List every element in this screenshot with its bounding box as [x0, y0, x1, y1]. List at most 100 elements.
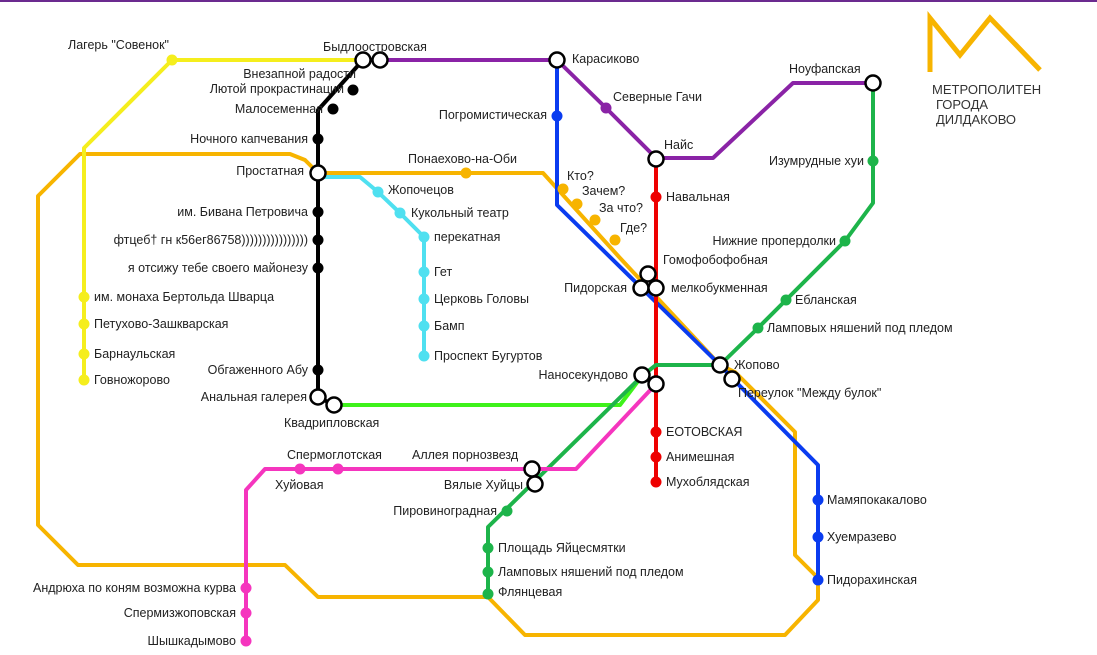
- interchange-nanosek[interactable]: [633, 366, 651, 384]
- label-ftc: фтцеб† гн к56ег86758)))))))))))))))): [114, 233, 308, 247]
- label-spermizh: Спермизжоповская: [124, 606, 236, 620]
- station-dot-zachto[interactable]: [589, 214, 601, 226]
- interchange-alleya[interactable]: [523, 460, 541, 478]
- label-gomofob: Гомофобофобная: [663, 253, 768, 267]
- station-dot-barn[interactable]: [78, 348, 90, 360]
- label-pidor: Пидорская: [564, 281, 627, 295]
- interchange-vnez[interactable]: [354, 51, 372, 69]
- label-pidorah: Пидорахинская: [827, 573, 917, 587]
- logo-title-3: ДИЛДАКОВО: [936, 112, 1016, 127]
- label-otsizhu: я отсижу тебе своего майонезу: [128, 261, 309, 275]
- station-dot-severn[interactable]: [600, 102, 612, 114]
- label-get: Гет: [434, 265, 452, 279]
- station-dot-nizhn[interactable]: [839, 235, 851, 247]
- station-dot-animesh[interactable]: [650, 451, 662, 463]
- label-lager: Лагерь "Совенок": [68, 38, 169, 52]
- station-dot-flyanc[interactable]: [482, 588, 494, 600]
- label-huemraz: Хуемразево: [827, 530, 897, 544]
- label-bivan: им. Бивана Петровича: [177, 205, 308, 219]
- station-dot-bugurt[interactable]: [418, 350, 430, 362]
- station-dot-cerkov[interactable]: [418, 293, 430, 305]
- station-dot-gde[interactable]: [609, 234, 621, 246]
- interchange-kvadr[interactable]: [325, 396, 343, 414]
- label-zhopovo: Жопово: [734, 358, 780, 372]
- station-dot-mamyapo[interactable]: [812, 494, 824, 506]
- station-dot-malosem[interactable]: [327, 103, 339, 115]
- label-izum: Изумрудные хуи: [769, 154, 864, 168]
- station-dot-kukol[interactable]: [394, 207, 406, 219]
- lines: [36, 58, 875, 642]
- station-dot-ploshad[interactable]: [482, 542, 494, 554]
- label-pirovin: Пировиноградная: [393, 504, 497, 518]
- label-flyanc: Флянцевая: [498, 585, 562, 599]
- interchange-zhopovo[interactable]: [711, 356, 729, 374]
- interchange-noufap[interactable]: [864, 74, 882, 92]
- station-dot-nochnogo[interactable]: [312, 133, 324, 145]
- station-dot-lager[interactable]: [166, 54, 178, 66]
- station-dot-huemraz[interactable]: [812, 531, 824, 543]
- label-andryuha: Андрюха по коням возможна курва: [33, 581, 236, 595]
- top-border: [0, 0, 1097, 2]
- label-barn: Барнаульская: [94, 347, 175, 361]
- label-govno: Говножорово: [94, 373, 170, 387]
- label-analn: Анальная галерея: [201, 390, 307, 404]
- interchange-nays[interactable]: [647, 150, 665, 168]
- line-blue: [555, 58, 820, 582]
- interchange-nanosek-2[interactable]: [647, 375, 665, 393]
- interchange-melkob[interactable]: [647, 279, 665, 297]
- station-dot-pirovin[interactable]: [501, 505, 513, 517]
- label-lyutoy: Лютой прокрастинации: [210, 82, 344, 96]
- station-dot-lyutoy[interactable]: [347, 84, 359, 96]
- interchange-analn[interactable]: [309, 388, 327, 406]
- station-dot-petuh[interactable]: [78, 318, 90, 330]
- station-dot-bertold[interactable]: [78, 291, 90, 303]
- station-dot-obagr[interactable]: [312, 364, 324, 376]
- label-muhobl: Мухоблядская: [666, 475, 750, 489]
- label-nizhn: Нижние пропердолки: [713, 234, 836, 248]
- interchange-gomofob[interactable]: [639, 265, 657, 283]
- label-pereulok: Переулок "Между булок": [738, 386, 881, 400]
- interchange-karas[interactable]: [548, 51, 566, 69]
- station-dot-zachem[interactable]: [571, 198, 583, 210]
- station-dot-get[interactable]: [418, 266, 430, 278]
- station-dot-lampo1[interactable]: [752, 322, 764, 334]
- label-prost: Простатная: [236, 164, 304, 178]
- label-nochnogo: Ночного капчевания: [190, 132, 308, 146]
- station-dot-muhobl[interactable]: [650, 476, 662, 488]
- label-shyshka: Шышкадымово: [148, 634, 236, 648]
- station-dot-lampo2[interactable]: [482, 566, 494, 578]
- label-kukol: Кукольный театр: [411, 206, 509, 220]
- interchange-prost[interactable]: [309, 164, 327, 182]
- label-vnez: Внезапной радости: [243, 67, 356, 81]
- interchange-pidor[interactable]: [632, 279, 650, 297]
- line-orange-loop: [36, 152, 820, 637]
- label-perek: перекатная: [434, 230, 500, 244]
- station-dot-spermogl[interactable]: [332, 463, 344, 475]
- station-dot-eblan[interactable]: [780, 294, 792, 306]
- station-dot-eotov[interactable]: [650, 426, 662, 438]
- station-dot-naval[interactable]: [650, 191, 662, 203]
- station-dot-andryuha[interactable]: [240, 582, 252, 594]
- station-dot-shyshka[interactable]: [240, 635, 252, 647]
- station-dot-kto[interactable]: [557, 183, 569, 195]
- station-dot-bamp[interactable]: [418, 320, 430, 332]
- station-dot-ponae[interactable]: [460, 167, 472, 179]
- station-dot-izum[interactable]: [867, 155, 879, 167]
- station-dot-pidorah[interactable]: [812, 574, 824, 586]
- label-pogrom: Погромистическая: [439, 108, 547, 122]
- label-vyalye: Вялые Хуйцы: [444, 478, 523, 492]
- station-dot-govno[interactable]: [78, 374, 90, 386]
- interchange-bydlo[interactable]: [371, 51, 389, 69]
- label-eotov: ЕОТОВСКАЯ: [666, 425, 742, 439]
- station-dot-otsizhu[interactable]: [312, 262, 324, 274]
- station-dot-ftc[interactable]: [312, 234, 324, 246]
- interchange-vyalye[interactable]: [526, 475, 544, 493]
- station-dot-pogrom[interactable]: [551, 110, 563, 122]
- station-dot-huevaya[interactable]: [294, 463, 306, 475]
- station-dot-spermizh[interactable]: [240, 607, 252, 619]
- station-dot-zhopoch[interactable]: [372, 186, 384, 198]
- station-dot-bivan[interactable]: [312, 206, 324, 218]
- station-dot-perek[interactable]: [418, 231, 430, 243]
- interchange-pereulok[interactable]: [723, 370, 741, 388]
